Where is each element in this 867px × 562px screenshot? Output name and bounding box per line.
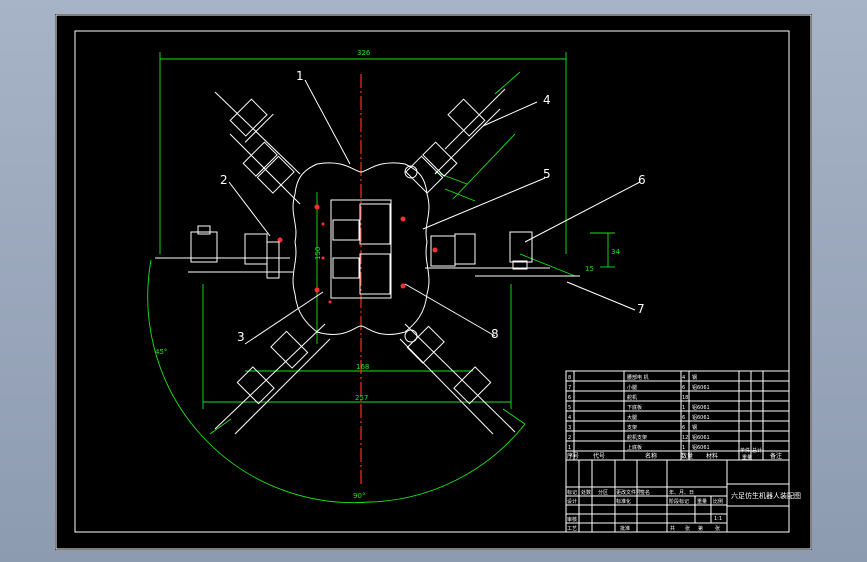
drawing-sheet: 1 2 3 4 5 6 7 8 326 150 168 257 34 15 45… bbox=[55, 14, 812, 550]
dim-bottom-outer: 257 bbox=[355, 394, 368, 402]
svg-text:6: 6 bbox=[682, 425, 685, 431]
parts-row: 6 舵机 18 bbox=[568, 394, 688, 401]
svg-text:铝6061: 铝6061 bbox=[692, 384, 710, 391]
parts-row: 1 上底板 1 铝6061 bbox=[568, 444, 710, 451]
callout-labels: 1 2 3 4 5 6 7 8 bbox=[220, 69, 646, 344]
svg-text:比例: 比例 bbox=[713, 498, 723, 505]
parts-list: 8 腰部电 机 4 钢 7 小腿 6 铝6061 6 舵机 18 5 下底板 1 bbox=[567, 374, 782, 461]
svg-text:名称: 名称 bbox=[645, 452, 657, 460]
svg-text:铝6061: 铝6061 bbox=[692, 444, 710, 451]
svg-text:第: 第 bbox=[698, 525, 703, 532]
dim-bottom-inner: 168 bbox=[356, 363, 369, 371]
svg-text:总计: 总计 bbox=[752, 447, 762, 454]
svg-text:张: 张 bbox=[685, 525, 690, 532]
svg-text:分区: 分区 bbox=[598, 489, 608, 496]
svg-text:1: 1 bbox=[682, 445, 685, 451]
parts-row: 8 腰部电 机 4 钢 bbox=[568, 374, 697, 381]
svg-text:重量: 重量 bbox=[697, 498, 707, 505]
svg-text:下底板: 下底板 bbox=[627, 404, 642, 411]
svg-text:5: 5 bbox=[568, 405, 571, 411]
svg-text:铝6061: 铝6061 bbox=[692, 404, 710, 411]
svg-text:备注: 备注 bbox=[770, 452, 782, 460]
callout-8: 8 bbox=[491, 327, 499, 341]
svg-text:代号: 代号 bbox=[593, 452, 605, 460]
dim-angle-small: 15 bbox=[585, 265, 594, 273]
svg-text:18: 18 bbox=[682, 395, 688, 401]
base-plate bbox=[277, 162, 438, 335]
svg-text:单件: 单件 bbox=[740, 447, 750, 454]
svg-text:处数: 处数 bbox=[581, 489, 591, 496]
dimension-values: 326 150 168 257 34 15 45° 90° bbox=[155, 49, 620, 500]
svg-text:批准: 批准 bbox=[620, 525, 630, 532]
title-block bbox=[565, 370, 790, 533]
svg-text:舵机: 舵机 bbox=[627, 394, 637, 401]
dim-right-height: 34 bbox=[611, 248, 620, 256]
svg-text:大腿: 大腿 bbox=[627, 414, 637, 421]
callout-4: 4 bbox=[543, 93, 551, 107]
svg-text:钢: 钢 bbox=[692, 424, 697, 431]
svg-text:4: 4 bbox=[682, 375, 685, 381]
svg-text:12: 12 bbox=[682, 435, 688, 441]
svg-text:6: 6 bbox=[568, 395, 571, 401]
svg-text:支架: 支架 bbox=[627, 424, 637, 431]
parts-row: 4 大腿 6 铝6061 bbox=[568, 414, 710, 421]
parts-row: 2 舵机支架 12 铝6061 bbox=[568, 434, 710, 441]
leader-lines bbox=[228, 79, 641, 345]
svg-text:阶段标记: 阶段标记 bbox=[669, 498, 689, 505]
svg-text:腰部电 机: 腰部电 机 bbox=[627, 374, 649, 381]
svg-text:张: 张 bbox=[715, 525, 720, 532]
svg-text:共: 共 bbox=[670, 525, 675, 532]
legs bbox=[155, 88, 580, 435]
callout-7: 7 bbox=[637, 302, 645, 316]
dim-angle-left: 45° bbox=[155, 348, 167, 356]
svg-text:序号: 序号 bbox=[567, 452, 579, 460]
svg-text:4: 4 bbox=[568, 415, 571, 421]
svg-text:1:1: 1:1 bbox=[714, 516, 722, 522]
svg-text:标记: 标记 bbox=[567, 489, 577, 496]
callout-6: 6 bbox=[638, 173, 646, 187]
svg-text:铝6061: 铝6061 bbox=[692, 414, 710, 421]
svg-text:签名: 签名 bbox=[640, 489, 650, 496]
parts-header: 序号 代号 名称 数量 材料 单件 总计 重量 备注 bbox=[567, 447, 782, 461]
callout-3: 3 bbox=[237, 330, 245, 344]
dim-top-width: 326 bbox=[357, 49, 371, 57]
svg-text:更改文件号: 更改文件号 bbox=[616, 489, 641, 496]
dim-angle-bottom: 90° bbox=[353, 492, 365, 500]
inner-border bbox=[74, 30, 790, 533]
svg-text:舵机支架: 舵机支架 bbox=[627, 434, 647, 441]
svg-text:数量: 数量 bbox=[681, 452, 693, 460]
drawing-title: 六足仿生机器人装配图 bbox=[731, 491, 801, 500]
svg-text:工艺: 工艺 bbox=[567, 526, 577, 532]
dimension-lines bbox=[147, 52, 615, 504]
svg-text:上底板: 上底板 bbox=[627, 444, 642, 451]
svg-text:钢: 钢 bbox=[692, 374, 697, 381]
svg-text:1: 1 bbox=[682, 405, 685, 411]
svg-text:设计: 设计 bbox=[567, 498, 577, 505]
callout-2: 2 bbox=[220, 173, 228, 187]
callout-5: 5 bbox=[543, 167, 551, 181]
title-block-text: 六足仿生机器人装配图 标记 处数 分区 更改文件号 签名 年、月、日 设计 标准… bbox=[567, 489, 801, 532]
assembly-drawing: 1 2 3 4 5 6 7 8 326 150 168 257 34 15 45… bbox=[55, 14, 812, 550]
outer-border bbox=[55, 14, 812, 550]
svg-text:审核: 审核 bbox=[567, 516, 577, 523]
dim-inner-vertical: 150 bbox=[314, 247, 322, 260]
svg-text:3: 3 bbox=[568, 425, 571, 431]
svg-text:材料: 材料 bbox=[706, 452, 718, 460]
svg-text:1: 1 bbox=[568, 445, 571, 451]
svg-text:8: 8 bbox=[568, 375, 571, 381]
parts-row: 7 小腿 6 铝6061 bbox=[568, 384, 710, 391]
svg-text:7: 7 bbox=[568, 385, 571, 391]
svg-text:标准化: 标准化 bbox=[616, 498, 631, 505]
svg-text:重量: 重量 bbox=[742, 454, 752, 461]
parts-row: 5 下底板 1 铝6061 bbox=[568, 404, 710, 411]
callout-1: 1 bbox=[296, 69, 304, 83]
svg-text:年、月、日: 年、月、日 bbox=[669, 489, 694, 496]
svg-text:6: 6 bbox=[682, 415, 685, 421]
svg-text:6: 6 bbox=[682, 385, 685, 391]
parts-row: 3 支架 6 钢 bbox=[568, 424, 697, 431]
svg-text:小腿: 小腿 bbox=[627, 384, 637, 391]
svg-text:铝6061: 铝6061 bbox=[692, 434, 710, 441]
svg-text:2: 2 bbox=[568, 435, 571, 441]
